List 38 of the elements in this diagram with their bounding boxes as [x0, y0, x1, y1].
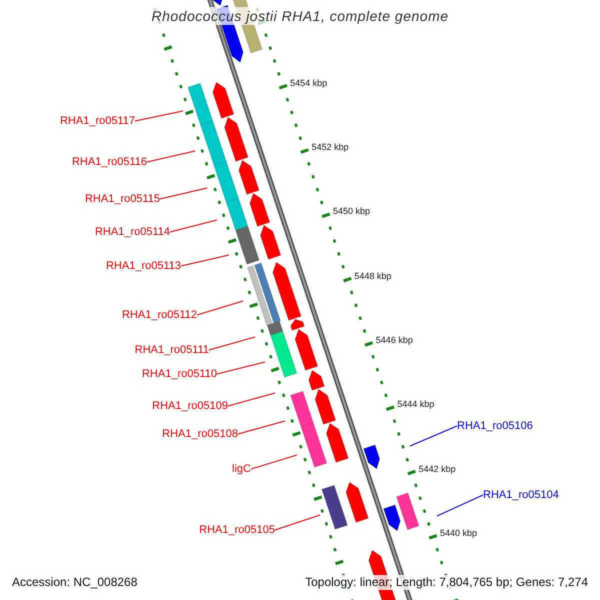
leader-line: [274, 514, 320, 530]
gene-label: RHA1_ro05115: [84, 193, 160, 206]
gene-label: RHA1_ro05117: [60, 115, 135, 128]
gene-label: RHA1_ro05112: [122, 309, 197, 322]
leader-line: [208, 336, 256, 350]
leader-line: [196, 300, 244, 316]
leader-line: [170, 220, 218, 232]
scale-label: 5450 kbp: [332, 206, 370, 218]
leader-line: [134, 110, 184, 122]
gene-label: RHA1_ro05106: [457, 420, 533, 433]
accession-text: Accession: NC_008268: [10, 575, 140, 590]
gene-label: RHA1_ro05116: [72, 156, 147, 169]
leader-line: [436, 494, 484, 516]
scale-label: 5444 kbp: [397, 399, 434, 410]
scale-label: 5452 kbp: [312, 142, 349, 154]
scale-label: 5448 kbp: [354, 270, 392, 282]
gene-label: RHA1_ro05110: [142, 368, 217, 381]
gene-label: RHA1_ro05105: [199, 524, 275, 537]
leader-line: [216, 362, 266, 374]
gene-label: ligC: [232, 463, 251, 476]
scale-label: 5446 kbp: [376, 334, 413, 346]
scale-label: 5440 kbp: [440, 528, 478, 539]
gene-label: RHA1_ro05109: [152, 400, 228, 413]
leader-line: [250, 454, 298, 470]
scale-label: 5442 kbp: [418, 464, 456, 475]
leader-line: [238, 420, 286, 434]
gene-label: RHA1_ro05113: [106, 260, 181, 273]
gene-label: RHA1_ro05114: [94, 226, 170, 239]
gene-label: RHA1_ro05108: [162, 428, 238, 441]
leader-line: [228, 392, 276, 406]
genome-summary-text: Topology: linear; Length: 7,804,765 bp; Genes: 7,274: [303, 575, 590, 590]
gene-label: RHA1_ro05104: [483, 489, 559, 502]
leader-line: [410, 426, 458, 446]
leader-line: [160, 188, 208, 200]
leader-line: [180, 254, 230, 266]
gene-label: RHA1_ro05111: [134, 344, 209, 357]
leader-line: [146, 150, 196, 162]
scale-label: 5454 kbp: [290, 78, 328, 89]
